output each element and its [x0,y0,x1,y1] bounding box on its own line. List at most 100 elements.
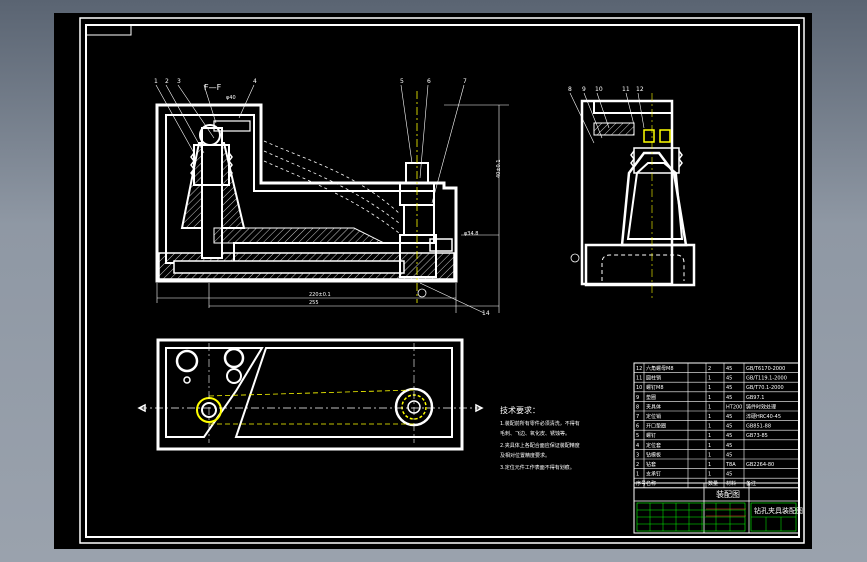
parts-header-cell: 序号 [636,480,646,487]
parts-cell: 10 [636,385,642,391]
parts-header-cell: 数量 [708,480,718,487]
parts-cell: 1 [708,414,711,420]
parts-cell: 定位销 [646,413,661,420]
parts-row: 7 定位销 1 45 淬硬HRC40-45 [636,413,781,420]
parts-cell: 1 [708,452,711,458]
drawing-sheet: F—F 220±0.1 255 40±0.1 φ34.8 φ40 1 2 3 4… [54,13,812,549]
dim-height: 40±0.1 [496,159,502,178]
parts-cell: 45 [726,376,732,382]
svg-text:1: 1 [154,78,158,85]
dim-base: 220±0.1 [309,292,331,298]
svg-text:2.夹具体上各配合面应保证装配精度: 2.夹具体上各配合面应保证装配精度 [500,442,580,449]
parts-row: 11 圆柱销 1 45 GB/T119.1-2000 [636,375,787,382]
parts-cell: GB/T119.1-2000 [746,376,787,382]
parts-cell: 淬硬HRC40-45 [746,413,781,420]
parts-cell: 定位套 [646,442,661,449]
svg-text:5: 5 [400,78,404,85]
parts-cell: 1 [708,404,711,410]
parts-cell: 1 [708,376,711,382]
parts-cell: GB851-88 [746,424,771,430]
dim-total: 255 [309,300,319,306]
outer-frame [79,17,805,544]
section-label: F—F [204,83,222,92]
parts-header: 序号名称 数量 材料 备注 [636,480,756,487]
parts-cell: 1 [708,385,711,391]
parts-cell: 9 [636,395,639,401]
parts-header-cell: 备注 [746,480,756,487]
parts-cell: 45 [726,443,732,449]
parts-cell: 1 [708,433,711,439]
parts-cell: 3 [636,452,639,458]
parts-cell: GB/T70.1-2000 [746,385,784,391]
tech-requirements: 技术要求： 1.装配前所有零件必须清洗，不得有 毛刺、飞边、氧化皮、锈蚀等。 2… [500,405,580,471]
parts-cell: 1 [708,462,711,468]
parts-cell: HT200 [726,404,742,410]
svg-text:10: 10 [595,86,603,93]
parts-cell: 45 [726,366,732,372]
parts-row: 6 开口垫圈 1 45 GB851-88 [636,423,771,430]
parts-cell: 2 [708,366,711,372]
svg-text:3.定位元件工作表面不得有划痕。: 3.定位元件工作表面不得有划痕。 [500,464,575,471]
inner-frame [85,24,800,538]
parts-cell: 6 [636,424,639,430]
parts-cell: 螺钉M8 [646,384,664,391]
parts-cell: 5 [636,433,639,439]
parts-cell: T8A [725,462,736,468]
parts-cell: 1 [708,443,711,449]
parts-header-cell: 名称 [646,480,656,487]
parts-cell: 螺钉 [646,432,656,439]
parts-row: 3 钻模板 1 45 [636,451,732,458]
parts-cell: 圆柱销 [646,375,661,382]
drawing-subtitle: 钻孔夹具装配图 [754,506,803,515]
parts-cell: 45 [726,414,732,420]
svg-text:1.装配前所有零件必须清洗，不得有: 1.装配前所有零件必须清洗，不得有 [500,420,580,427]
svg-text:12: 12 [636,86,644,93]
top-view [137,338,484,451]
parts-cell: 支承钉 [646,471,661,478]
drawing-name: 装配图 [716,489,740,499]
parts-cell: 11 [636,376,642,382]
parts-cell: 7 [636,414,639,420]
title-block: 装配图 钻孔夹具装配图 [633,482,803,534]
front-section-view [155,84,509,314]
parts-row: 10 螺钉M8 1 45 GB/T70.1-2000 [636,384,784,391]
parts-cell: 45 [726,424,732,430]
parts-cell: 1 [708,472,711,478]
parts-cell: 45 [726,395,732,401]
parts-cell: 夹具体 [646,403,661,410]
parts-cell: 1 [636,472,639,478]
front-balloons: 1 2 3 4 5 6 7 [154,78,467,85]
svg-text:及相对位置精度要求。: 及相对位置精度要求。 [500,452,550,459]
svg-text:7: 7 [463,78,467,85]
parts-cell: GB2264-80 [746,462,774,468]
parts-cell: 45 [726,433,732,439]
balloon-bottom: 14 [482,310,490,317]
parts-cell: 钻套 [646,461,656,468]
svg-text:11: 11 [622,86,630,93]
svg-text:4: 4 [253,78,257,85]
parts-cell: 六角螺母M8 [646,365,674,372]
parts-cell: 8 [636,404,639,410]
parts-cell: 开口垫圈 [646,423,666,430]
parts-cell: 45 [726,452,732,458]
parts-cell: 钻模板 [646,451,661,458]
tech-req-title: 技术要求： [500,405,540,415]
cad-drawing: F—F 220±0.1 255 40±0.1 φ34.8 φ40 1 2 3 4… [79,17,805,544]
svg-text:9: 9 [582,86,586,93]
parts-header-cell: 材料 [726,480,736,487]
side-balloons: 8 9 10 11 12 [568,86,644,93]
svg-text:2: 2 [165,78,169,85]
parts-cell: GB/T6170-2000 [746,366,785,372]
dim-bore: φ40 [226,95,236,101]
parts-cell: 45 [726,472,732,478]
svg-text:8: 8 [568,86,572,93]
parts-cell: 1 [708,424,711,430]
svg-text:3: 3 [177,78,181,85]
parts-cell: 45 [726,385,732,391]
